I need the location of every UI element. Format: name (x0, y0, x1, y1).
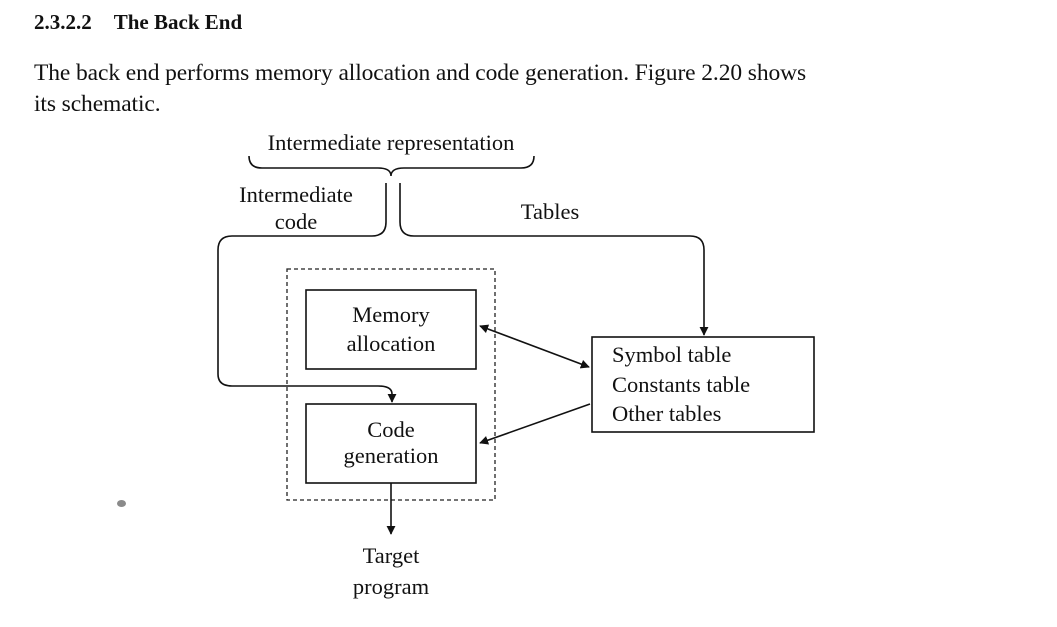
other-tables-text: Other tables (612, 401, 721, 426)
constants-table-text: Constants table (612, 372, 750, 397)
section-title: The Back End (113, 10, 243, 34)
body-paragraph: The back end performs memory allocation … (34, 58, 1024, 120)
paragraph-line-1: The back end performs memory allocation … (34, 60, 807, 86)
brace (248, 155, 535, 177)
intermediate-representation-label: Intermediate representation (268, 130, 515, 155)
memory-allocation-line-1: Memory (352, 302, 430, 327)
memory-allocation-line-2: allocation (347, 331, 436, 356)
target-program-line-1: Target (363, 543, 420, 568)
symbol-table-text: Symbol table (612, 342, 731, 367)
scan-speck (117, 500, 126, 507)
tables-arrow (399, 183, 709, 336)
memory-tables-bidirectional-arrow (479, 324, 590, 369)
code-generation-box: Code generation (305, 403, 477, 484)
intermediate-code-arrow (217, 183, 397, 403)
intermediate-code-label-line-1: Intermediate (239, 182, 353, 207)
paragraph-line-2: its schematic. (34, 91, 161, 117)
code-generation-line-2: generation (344, 443, 439, 468)
code-generation-line-1: Code (367, 417, 415, 442)
tables-to-code-generation-arrow (479, 403, 591, 445)
section-heading: 2.3.2.2 The Back End (34, 10, 242, 35)
target-program-line-2: program (353, 574, 430, 599)
tables-label: Tables (521, 199, 579, 224)
tables-box: Symbol table Constants table Other table… (591, 336, 815, 433)
intermediate-code-label-line-2: code (275, 209, 317, 234)
section-number: 2.3.2.2 (34, 10, 92, 34)
memory-allocation-box: Memory allocation (305, 289, 477, 370)
